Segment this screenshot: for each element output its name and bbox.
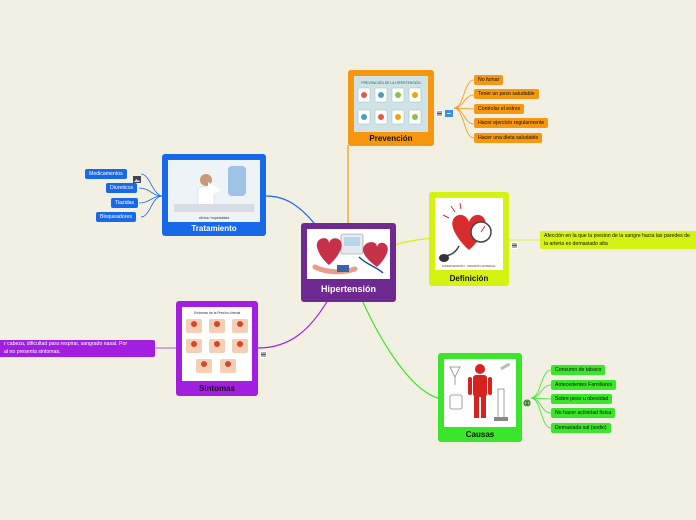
center-image [307, 229, 390, 279]
tratamiento-node[interactable]: clínica / especialista Tratamiento [162, 154, 266, 236]
prevencion-item[interactable]: No fumar [474, 75, 503, 85]
center-label: Hipertensión [301, 284, 396, 294]
definicion-text[interactable]: Afección en la que la presion de la sang… [540, 231, 696, 249]
sintomas-image: Síntomas de la Presión Arterial [182, 307, 252, 381]
definicion-image: HIPERTENSIÓN · PRESIÓN ARTERIAL [435, 198, 503, 270]
causas-illustration [444, 359, 516, 427]
tratamiento-item[interactable]: Bloqueadores [96, 212, 136, 222]
causas-item[interactable]: Consumo de tabaco [551, 365, 605, 375]
sintomas-text-line2: al no presenta sintomas. [4, 349, 151, 357]
tratamiento-item[interactable]: Tiazidas [111, 198, 138, 208]
notes-icon[interactable] [511, 236, 518, 243]
sintomas-text-line1: r cabeza, dificultad para respirar, sang… [4, 341, 151, 349]
causas-image [444, 359, 516, 427]
center-node[interactable]: Hipertensión [301, 223, 396, 302]
heart-monitor-illustration [307, 229, 390, 279]
connector-definicion [395, 238, 430, 245]
causas-item[interactable]: Sobre peso u obesidad [551, 394, 612, 404]
connector-sintomas [258, 300, 328, 348]
tratamiento-video[interactable]: clínica / especialista [168, 160, 260, 222]
definicion-image-caption: HIPERTENSIÓN · PRESIÓN ARTERIAL [442, 263, 496, 268]
tratamiento-video-caption: clínica / especialista [199, 216, 229, 220]
prevencion-item[interactable]: Tener un peso saludable [474, 89, 539, 99]
causas-item[interactable]: Demasiada sal (sodio) [551, 423, 611, 433]
causas-label: Causas [438, 430, 522, 439]
tratamiento-item[interactable]: Diureticos [106, 183, 137, 193]
globe-icon[interactable] [523, 394, 531, 402]
causas-item[interactable]: No hacer actividad fisica [551, 408, 615, 418]
tratamiento-label: Tratamiento [162, 224, 266, 233]
sintomas-illustration: Síntomas de la Presión Arterial [182, 307, 252, 381]
causas-node[interactable]: Causas [438, 353, 522, 442]
blood-pressure-heart-illustration: HIPERTENSIÓN · PRESIÓN ARTERIAL [435, 198, 503, 270]
prevencion-item[interactable]: Hacer ejercicio regularmente [474, 118, 548, 128]
prevencion-illustration: PREVENCIÓN DE LA HIPERTENSIÓN [354, 76, 428, 132]
prevencion-item[interactable]: Controlar el estres [474, 104, 524, 114]
causas-item[interactable]: Antecedentes Familiares [551, 380, 616, 390]
definicion-text-line1: Afección en la que la presion de la sang… [544, 232, 692, 240]
prevencion-image-caption: PREVENCIÓN DE LA HIPERTENSIÓN [361, 80, 421, 85]
definicion-node[interactable]: HIPERTENSIÓN · PRESIÓN ARTERIAL Definici… [429, 192, 509, 286]
sintomas-text[interactable]: r cabeza, dificultad para respirar, sang… [0, 340, 155, 357]
prevencion-item[interactable]: Hacer una dieta saludable [474, 133, 542, 143]
prevencion-node[interactable]: PREVENCIÓN DE LA HIPERTENSIÓN Prevención [348, 70, 434, 146]
connector-causas [362, 300, 438, 398]
sintomas-label: Síntomas [176, 384, 258, 393]
notes-icon[interactable] [260, 345, 267, 352]
link-icon[interactable] [445, 104, 453, 111]
tratamiento-item[interactable]: Medicamentos [85, 169, 127, 179]
prevencion-branches [454, 80, 474, 138]
play-icon[interactable] [208, 182, 221, 198]
prevencion-image: PREVENCIÓN DE LA HIPERTENSIÓN [354, 76, 428, 132]
tratamiento-branches [139, 174, 162, 217]
prevencion-label: Prevención [348, 134, 434, 143]
definicion-label: Definición [429, 274, 509, 283]
definicion-text-line2: la arteria es demasiado alta [544, 240, 692, 248]
sintomas-node[interactable]: Síntomas de la Presión Arterial Síntomas [176, 301, 258, 396]
notes-icon[interactable] [436, 104, 443, 111]
sintomas-image-caption: Síntomas de la Presión Arterial [194, 311, 241, 315]
image-icon[interactable] [133, 170, 141, 177]
causas-branches [531, 370, 551, 428]
